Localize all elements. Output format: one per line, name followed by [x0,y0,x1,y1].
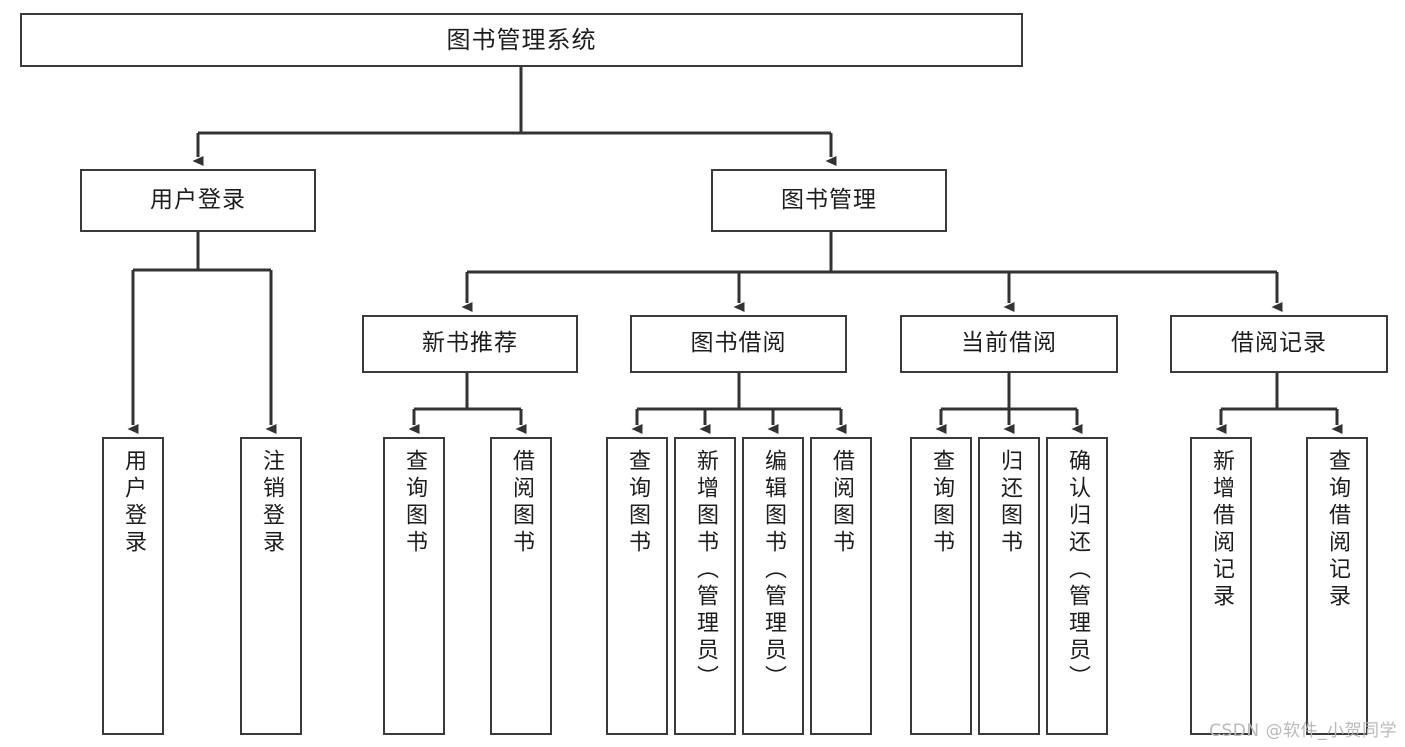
node-root-system[interactable]: 图书管理系统 [20,13,1023,67]
leaf-label: 查询图书 [625,449,650,557]
node-book-management[interactable]: 图书管理 [711,169,947,232]
leaf-label: 借阅图书 [509,449,534,557]
leaf-new-book-query[interactable]: 查询图书 [383,437,445,735]
leaf-label: 借阅图书 [829,449,854,557]
csdn-watermark: CSDN @软件_小贺同学 [1209,721,1397,741]
leaf-borrow-edit-book-admin[interactable]: 编辑图书（管理员） [742,437,804,735]
leaf-new-book-borrow[interactable]: 借阅图书 [490,437,552,735]
node-borrow-record-label: 借阅记录 [1231,330,1327,357]
leaf-user-login-signout[interactable]: 注销登录 [240,437,302,735]
leaf-record-add-record[interactable]: 新增借阅记录 [1190,437,1252,735]
leaf-borrow-borrow-book[interactable]: 借阅图书 [810,437,872,735]
leaf-label: 查询图书 [402,449,427,557]
leaf-current-query-book[interactable]: 查询图书 [910,437,972,735]
leaf-borrow-query-book[interactable]: 查询图书 [606,437,668,735]
leaf-borrow-add-book-admin[interactable]: 新增图书（管理员） [674,437,736,735]
leaf-label: 查询借阅记录 [1325,449,1350,611]
leaf-current-confirm-return-admin[interactable]: 确认归还（管理员） [1046,437,1108,735]
node-book-borrow-label: 图书借阅 [690,330,787,357]
leaf-label: 确认归还（管理员） [1065,449,1090,692]
node-user-login-label: 用户登录 [150,186,246,213]
leaf-label: 新增图书（管理员） [693,449,718,692]
node-current-borrow-label: 当前借阅 [961,330,1057,357]
node-book-borrow[interactable]: 图书借阅 [630,315,847,373]
node-borrow-record[interactable]: 借阅记录 [1170,315,1388,373]
leaf-label: 用户登录 [121,449,146,557]
leaf-record-query-record[interactable]: 查询借阅记录 [1306,437,1368,735]
node-current-borrow[interactable]: 当前借阅 [900,315,1118,373]
leaf-user-login-signin[interactable]: 用户登录 [102,437,164,735]
leaf-label: 注销登录 [259,449,284,557]
node-user-login[interactable]: 用户登录 [80,169,316,232]
leaf-label: 查询图书 [929,449,954,557]
node-new-book-recommend-label: 新书推荐 [422,330,518,357]
leaf-label: 新增借阅记录 [1209,449,1234,611]
leaf-current-return-book[interactable]: 归还图书 [978,437,1040,735]
leaf-label: 编辑图书（管理员） [761,449,786,692]
leaf-label: 归还图书 [997,449,1022,557]
node-new-book-recommend[interactable]: 新书推荐 [362,315,578,373]
node-root-label: 图书管理系统 [446,25,597,54]
node-book-management-label: 图书管理 [781,186,877,213]
